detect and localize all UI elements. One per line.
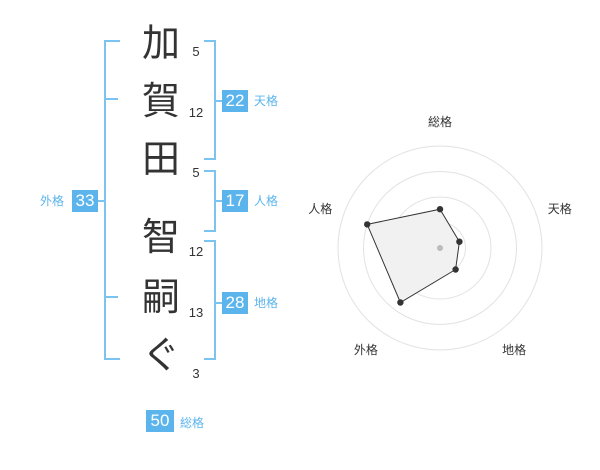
soukaku-value-badge: 50 [146,410,174,432]
gaikaku-bracket [104,40,120,360]
radar-data-point [436,206,444,213]
gaikaku-value-badge: 33 [72,190,98,212]
radar-axis-label: 地格 [502,342,526,357]
tenkaku-label: 天格 [254,94,279,108]
radar-data-polygon [366,208,460,304]
name-char-4: 智 [141,215,180,259]
chikaku-label: 地格 [254,296,279,310]
gaikaku-bracket-tick-top [104,98,118,100]
stroke-count-2: 12 [188,105,204,120]
radar-data-point [452,266,459,273]
radar-data-point [364,221,371,228]
radar-center-dot [437,245,443,251]
name-char-3: 田 [141,137,180,181]
name-char-1: 加 [141,21,180,65]
chikaku-bracket-connector [214,302,222,304]
radar-data-point [456,238,463,245]
stroke-count-5: 13 [188,305,204,320]
stroke-count-6: 3 [192,366,200,381]
name-char-6: ぐ [141,333,180,377]
name-char-5: 嗣 [141,275,180,319]
stroke-count-3: 5 [192,165,200,180]
radar-data-point [397,299,404,306]
chikaku-value-badge: 28 [222,292,248,314]
radar-axis-label: 総格 [428,114,452,129]
jinkaku-label: 人格 [254,194,279,208]
soukaku-label: 総格 [180,416,205,430]
chikaku-bracket [204,240,216,360]
jinkaku-value-badge: 17 [222,190,248,212]
stroke-count-1: 5 [192,44,200,59]
radar-axis-label: 天格 [548,201,572,216]
radar-data-points [364,206,463,306]
radar-ring [337,145,543,351]
radar-ring [363,171,517,325]
stroke-count-4: 12 [188,244,204,259]
radar-axis-label: 人格 [308,201,332,216]
gaikaku-bracket-tick-bottom [104,296,118,298]
gaikaku-label: 外格 [40,194,65,208]
gaikaku-bracket-connector [98,200,106,202]
tenkaku-bracket-connector [214,100,222,102]
tenkaku-value-badge: 22 [222,90,248,112]
radar-axis-label: 外格 [354,342,378,357]
name-char-2: 賀 [141,79,180,123]
jinkaku-bracket-connector [214,200,222,202]
